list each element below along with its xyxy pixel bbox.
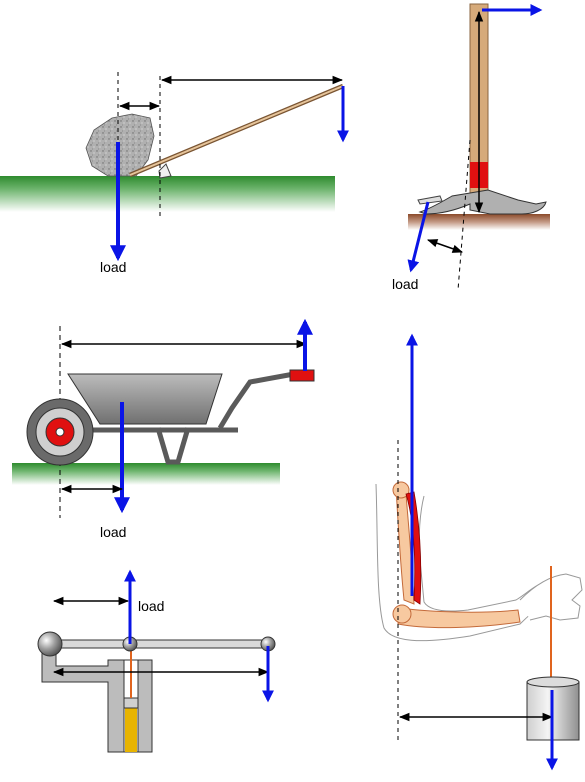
pump-load-label: load (138, 598, 164, 614)
pump-pivot-ball (37, 631, 63, 657)
wheelbarrow-rear-frame (217, 371, 295, 430)
crowbar-lever: load (0, 72, 349, 275)
wheelbarrow-lever: load (12, 318, 315, 540)
grass-ground (0, 176, 335, 212)
elbow-joint (392, 604, 412, 624)
hammer-head (418, 189, 547, 215)
soil-ground (408, 214, 550, 230)
wheelbarrow-legs (155, 427, 191, 465)
pump-piston-cap (123, 697, 139, 709)
crowbar-load-label: load (100, 259, 126, 275)
handle-grip (289, 369, 315, 382)
fulcrum (158, 163, 172, 179)
forearm-lever (375, 333, 583, 771)
wheelbarrow-tray (67, 373, 223, 425)
load-arrow (407, 201, 430, 273)
claw-hammer-lever: load (392, 3, 550, 292)
load-arm-arrow (427, 239, 463, 253)
pump-handle-bar (49, 639, 271, 649)
pump-lever: load (37, 569, 276, 753)
grass-ground (12, 463, 280, 485)
nail (417, 195, 443, 205)
pump-piston (125, 700, 137, 752)
shoulder-joint (392, 481, 410, 499)
crowbar-bar-highlight (129, 85, 344, 176)
forearm-bone (397, 607, 521, 629)
weight-top (526, 676, 580, 688)
hammer-load-label: load (392, 276, 418, 292)
wheelbarrow-load-label: load (100, 524, 126, 540)
effort-line-of-action (457, 139, 471, 291)
wheel-axle (55, 427, 65, 437)
